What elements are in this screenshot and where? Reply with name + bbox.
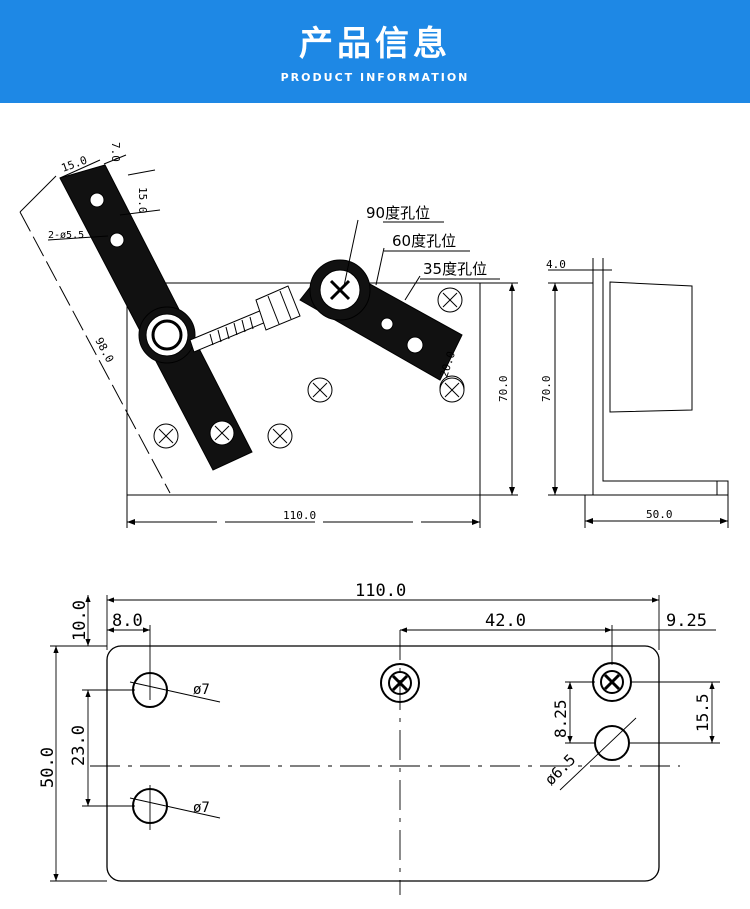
dim-right-margin: 9.25: [666, 611, 707, 631]
dim-hole-spacing: 42.0: [485, 611, 526, 631]
screw: [153, 423, 179, 449]
dim-arm-offset: 7.0: [109, 142, 122, 162]
dim-base-height: 70.0: [497, 376, 510, 403]
dim-top-offset: 10.0: [70, 600, 90, 641]
dim-side-height: 70.0: [540, 376, 553, 403]
plate-outline: [106, 645, 660, 882]
dim-height: 50.0: [38, 747, 58, 788]
arm-hole: [109, 232, 125, 248]
screw: [439, 377, 465, 403]
page-title: 产品信息: [299, 24, 451, 64]
threaded-rod: [189, 309, 267, 353]
dim-hole-x-offset: 8.0: [112, 611, 143, 631]
dim-side-thickness: 4.0: [546, 258, 566, 271]
page-subtitle: PRODUCT INFORMATION: [280, 71, 470, 84]
dim-hole-dia-upper: ø7: [193, 682, 210, 698]
arm-hole: [89, 192, 105, 208]
side-view-plate: [609, 281, 693, 413]
dim-holes: 2-ø5.5: [48, 230, 84, 241]
top-view: [19, 154, 729, 528]
dim-side-depth: 50.0: [646, 508, 673, 521]
dim-total-width: 110.0: [355, 581, 406, 601]
callout-35: 35度孔位: [423, 260, 487, 278]
mount-hole: [594, 725, 630, 761]
callout-60: 60度孔位: [392, 232, 456, 250]
dim-hole-pitch: 15.0: [136, 187, 149, 214]
dim-hole-vertical-pitch: 23.0: [69, 725, 89, 766]
hex-nut: [255, 285, 301, 331]
screw: [437, 287, 463, 313]
side-view-bracket: [592, 270, 729, 496]
link-hole: [406, 336, 424, 354]
header-banner: 产品信息 PRODUCT INFORMATION: [0, 0, 750, 103]
dim-arm-length: 98.0: [92, 335, 116, 365]
link-hole: [380, 317, 394, 331]
dim-small-hole-dia: ø6.5: [541, 751, 579, 789]
screw: [307, 377, 333, 403]
dim-small-offset: 8.25: [551, 699, 570, 738]
screw: [209, 420, 235, 446]
dim-right-hole-gap: 15.5: [693, 693, 712, 732]
base-plate: [126, 282, 481, 496]
pivot-bore: [151, 319, 183, 351]
dim-hole-dia-lower: ø7: [193, 800, 210, 816]
bottom-view: [50, 595, 720, 895]
screw: [592, 662, 632, 702]
screw: [267, 423, 293, 449]
screw: [380, 663, 420, 703]
dim-base-width: 110.0: [283, 509, 316, 522]
callout-90: 90度孔位: [366, 204, 430, 222]
